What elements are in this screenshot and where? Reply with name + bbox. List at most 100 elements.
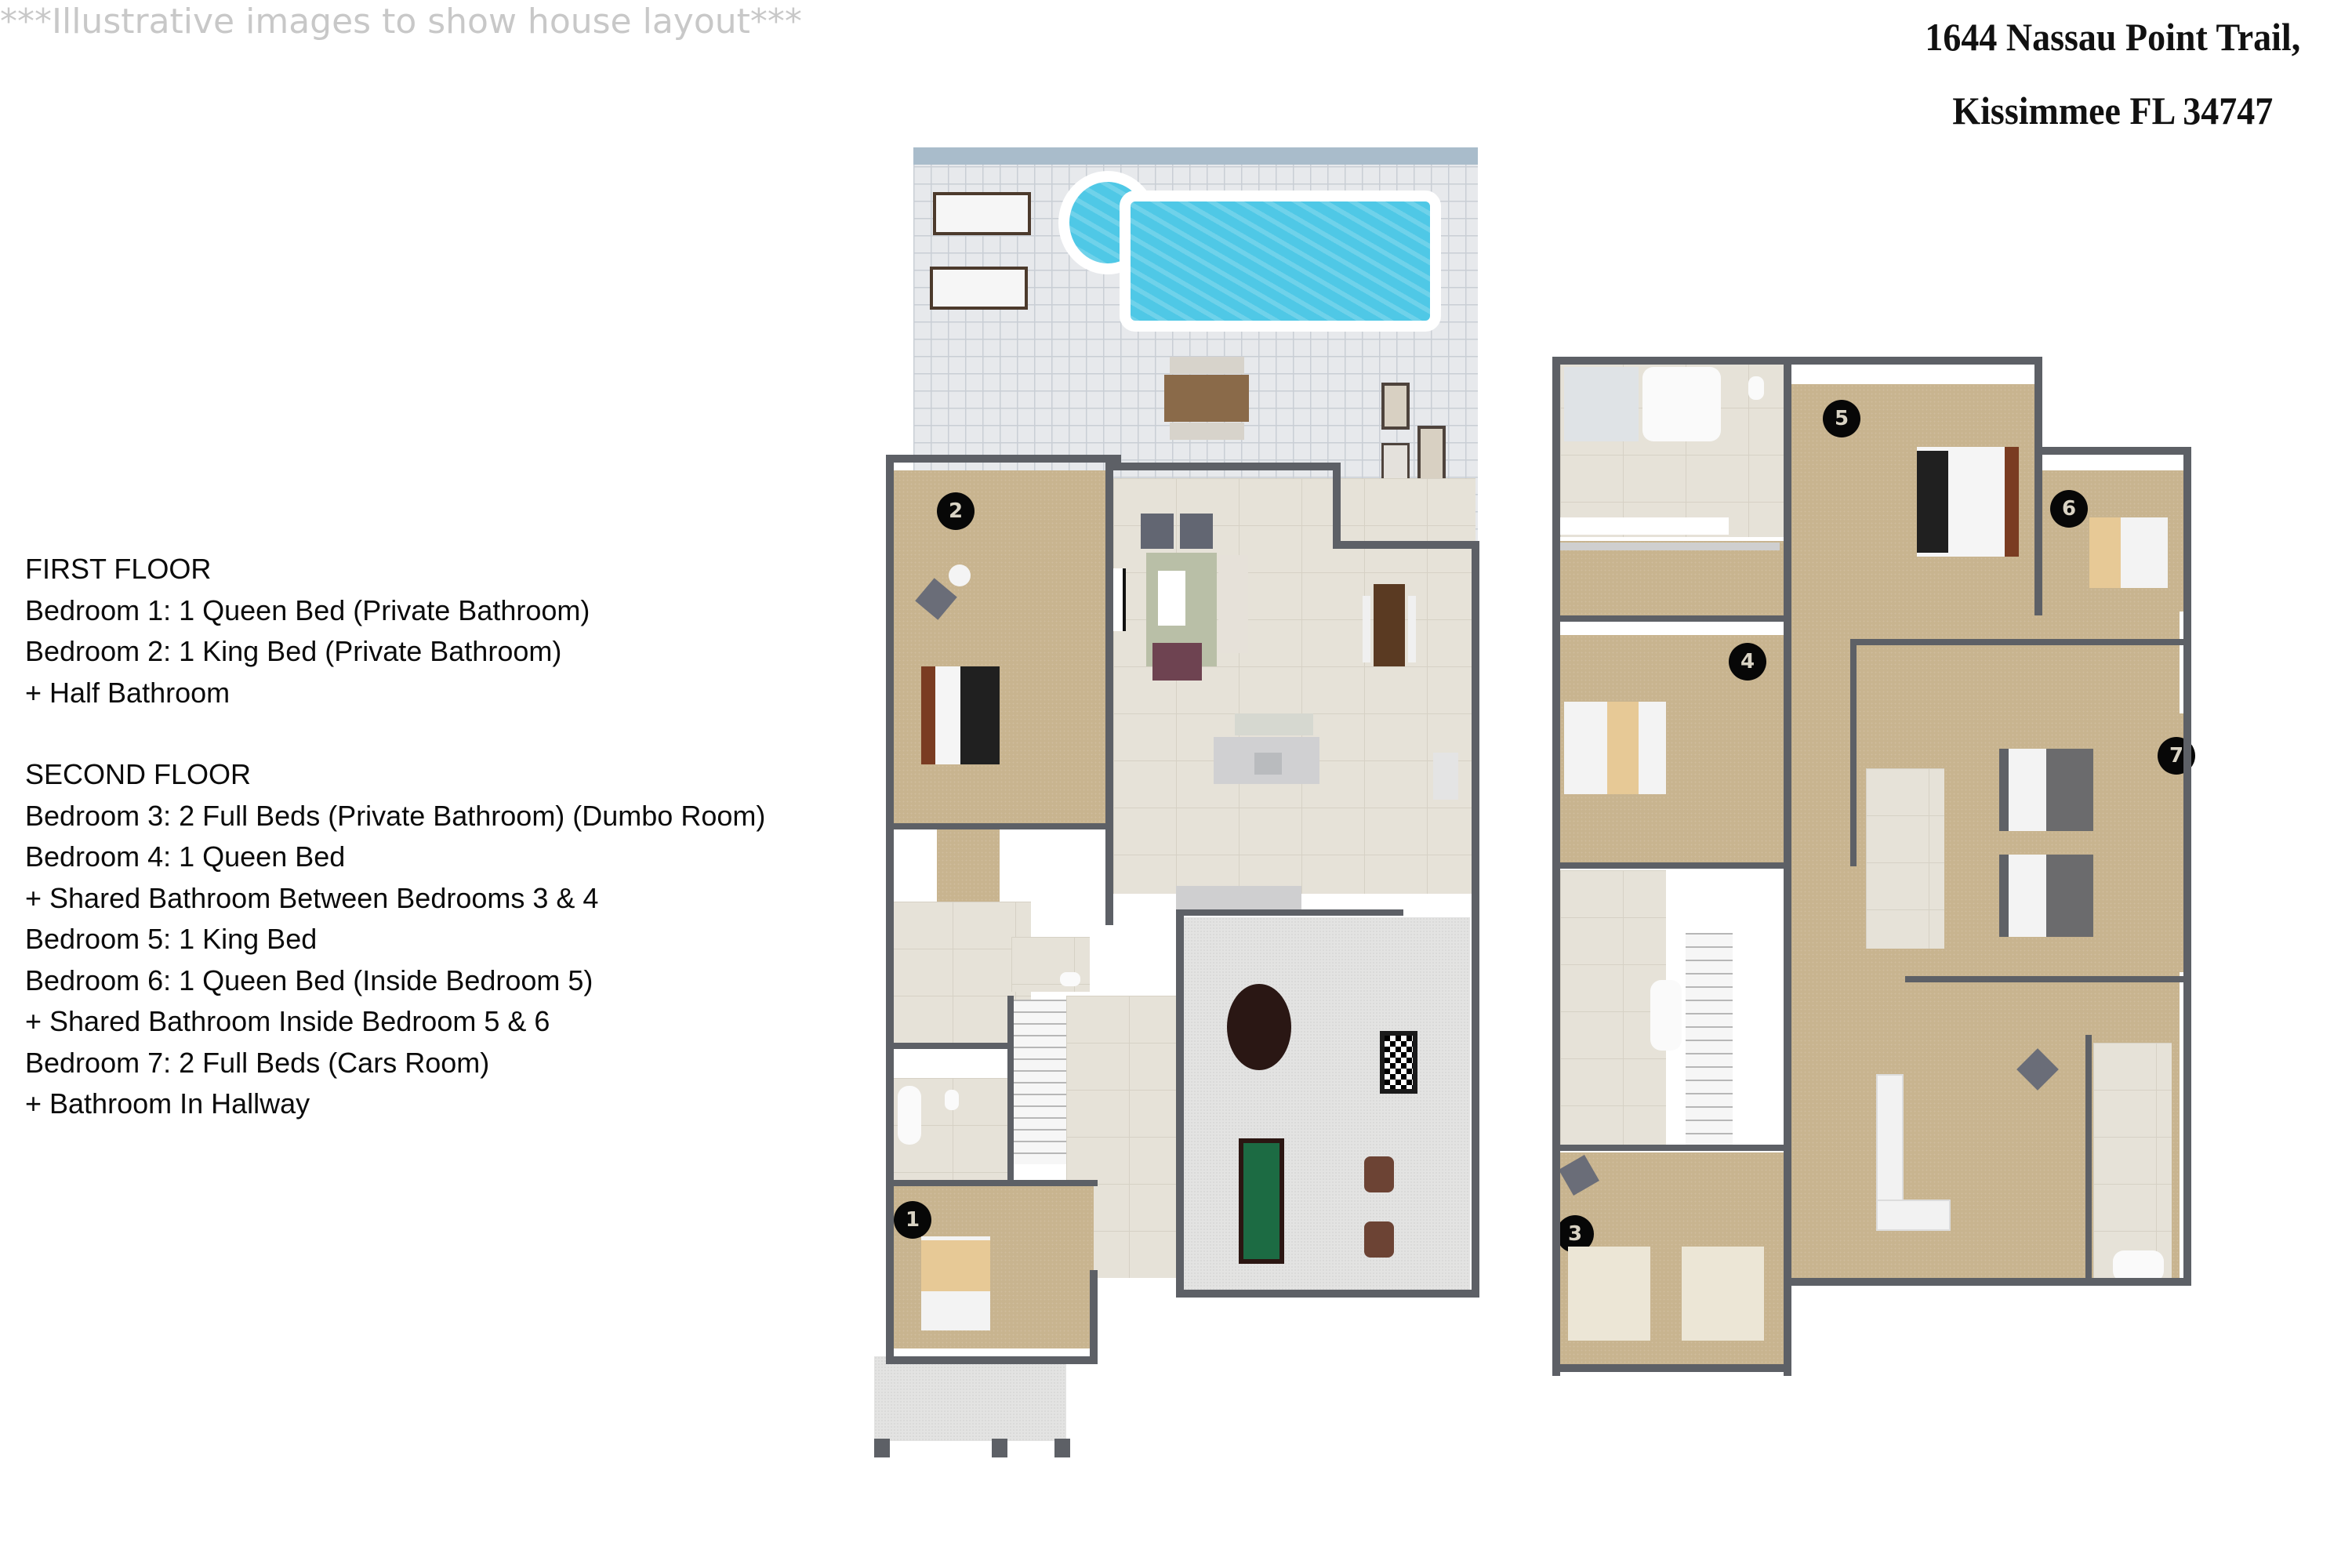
legend-line: Bedroom 2: 1 King Bed (Private Bathroom) xyxy=(25,635,562,667)
toilet-icon xyxy=(945,1090,959,1110)
bathtub-icon xyxy=(2113,1250,2164,1282)
first-floor-section: FIRST FLOOR Bedroom 1: 1 Queen Bed (Priv… xyxy=(25,549,765,713)
wall xyxy=(886,823,1105,829)
first-floor-heading: FIRST FLOOR xyxy=(25,553,212,585)
walk-in-closet xyxy=(1560,541,1784,619)
bedroom-1-badge: 1 xyxy=(894,1201,931,1239)
bedroom-2-floor xyxy=(894,470,1105,823)
wall xyxy=(886,1180,1098,1186)
outdoor-chair-icon xyxy=(1381,383,1410,430)
wall xyxy=(992,1439,1007,1457)
ottoman-icon xyxy=(1152,643,1202,681)
sofa-icon xyxy=(1218,555,1248,653)
sink-icon xyxy=(1254,753,1282,775)
lounge-chair-icon xyxy=(933,192,1031,235)
disclaimer-text: ***Illustrative images to show house lay… xyxy=(0,2,802,42)
wall xyxy=(1176,909,1403,916)
wall xyxy=(2183,447,2191,1286)
pool-table-icon xyxy=(1239,1138,1284,1264)
pool xyxy=(1120,191,1441,332)
wall xyxy=(2034,447,2191,455)
bed-blanket-icon xyxy=(921,1240,990,1291)
second-floor-heading: SECOND FLOOR xyxy=(25,758,252,790)
wall xyxy=(2034,357,2042,615)
coffee-table-icon xyxy=(1158,571,1185,626)
wall xyxy=(1552,357,2038,365)
wall xyxy=(886,1356,1098,1364)
wall xyxy=(886,1043,1011,1049)
legend-line: + Shared Bathroom Between Bedrooms 3 & 4 xyxy=(25,881,599,914)
armchair-icon xyxy=(1364,1221,1394,1258)
bedroom-4-badge: 4 xyxy=(1729,643,1766,681)
wall xyxy=(1905,976,2187,982)
patio-table-icon xyxy=(1164,375,1249,422)
lounge-chair-icon xyxy=(930,267,1028,310)
round-table-icon xyxy=(949,564,971,586)
wall xyxy=(1333,541,1478,549)
kitchen-counter xyxy=(1176,886,1301,909)
property-address: 1644 Nassau Point Trail, Kissimmee FL 34… xyxy=(1889,0,2336,147)
armchair-icon xyxy=(1141,514,1174,549)
wall xyxy=(1850,639,2187,645)
wall xyxy=(1552,862,1788,869)
wall xyxy=(1552,1145,1788,1151)
staircase xyxy=(1686,933,1733,1145)
shower-icon xyxy=(1564,367,1639,441)
wall xyxy=(2085,1035,2092,1286)
legend-line: Bedroom 4: 1 Queen Bed xyxy=(25,840,346,873)
wall xyxy=(1090,1270,1098,1364)
wall xyxy=(1054,1439,1070,1457)
sectional-sofa-icon xyxy=(1876,1200,1951,1231)
wall xyxy=(1105,463,1341,470)
bedroom-4-floor xyxy=(1560,635,1788,862)
wall xyxy=(1850,639,1857,866)
wall xyxy=(1552,1364,1788,1372)
wall xyxy=(1007,996,1014,1184)
loft-bathroom xyxy=(2093,1043,2172,1282)
round-dining-table-icon xyxy=(1227,984,1291,1070)
wall xyxy=(1552,615,1788,622)
patio-chairs-icon xyxy=(1170,357,1244,374)
legend-line: + Half Bathroom xyxy=(25,676,230,709)
bed-blanket-icon xyxy=(1917,451,1948,553)
patio-chairs-icon xyxy=(1170,423,1244,440)
armchair-icon xyxy=(1180,514,1213,549)
staircase xyxy=(1011,1000,1066,1164)
wall xyxy=(1176,1290,1479,1298)
bed-blanket-icon xyxy=(960,666,1000,764)
bathtub-icon xyxy=(1650,980,1682,1051)
legend-line: Bedroom 1: 1 Queen Bed (Private Bathroom… xyxy=(25,593,590,626)
wall xyxy=(886,455,894,1364)
full-bed-icon xyxy=(1682,1247,1764,1341)
wall xyxy=(1784,357,1791,1376)
legend-line: Bedroom 5: 1 King Bed xyxy=(25,923,318,955)
bathtub-icon xyxy=(1642,367,1721,441)
bedroom-7-floor xyxy=(2003,713,2183,972)
bar-stools-icon xyxy=(1235,713,1313,735)
wall xyxy=(1105,455,1113,925)
wall xyxy=(1333,463,1341,541)
address-line-1: 1644 Nassau Point Trail, xyxy=(1925,15,2301,59)
clothes-rack-icon xyxy=(1560,543,1780,550)
bed-blanket-icon xyxy=(1607,702,1639,794)
front-porch xyxy=(874,1356,1066,1441)
legend-line: Bedroom 3: 2 Full Beds (Private Bathroom… xyxy=(25,799,766,832)
tv-icon xyxy=(1113,568,1126,631)
dining-chairs-icon xyxy=(1363,596,1370,662)
bathtub-icon xyxy=(898,1086,921,1145)
hall-bathroom xyxy=(1866,768,1944,949)
vanity-icon xyxy=(1560,517,1729,535)
legend-line: Bedroom 7: 2 Full Beds (Cars Room) xyxy=(25,1046,490,1079)
legend-line: + Shared Bathroom Inside Bedroom 5 & 6 xyxy=(25,1005,550,1037)
game-room-floor xyxy=(1184,917,1470,1290)
outdoor-table-icon xyxy=(1381,443,1410,482)
bedroom-legend: FIRST FLOOR Bedroom 1: 1 Queen Bed (Priv… xyxy=(25,549,765,1166)
chess-table-icon xyxy=(1380,1031,1417,1094)
bedroom-5-badge: 5 xyxy=(1823,400,1860,437)
full-bed-icon xyxy=(1568,1247,1650,1341)
shared-bathroom-3-4 xyxy=(1560,870,1666,1145)
deck-edge xyxy=(913,147,1478,165)
wall xyxy=(874,1439,890,1457)
dining-chairs-icon xyxy=(1408,596,1416,662)
bed-blanket-icon xyxy=(2046,855,2093,937)
